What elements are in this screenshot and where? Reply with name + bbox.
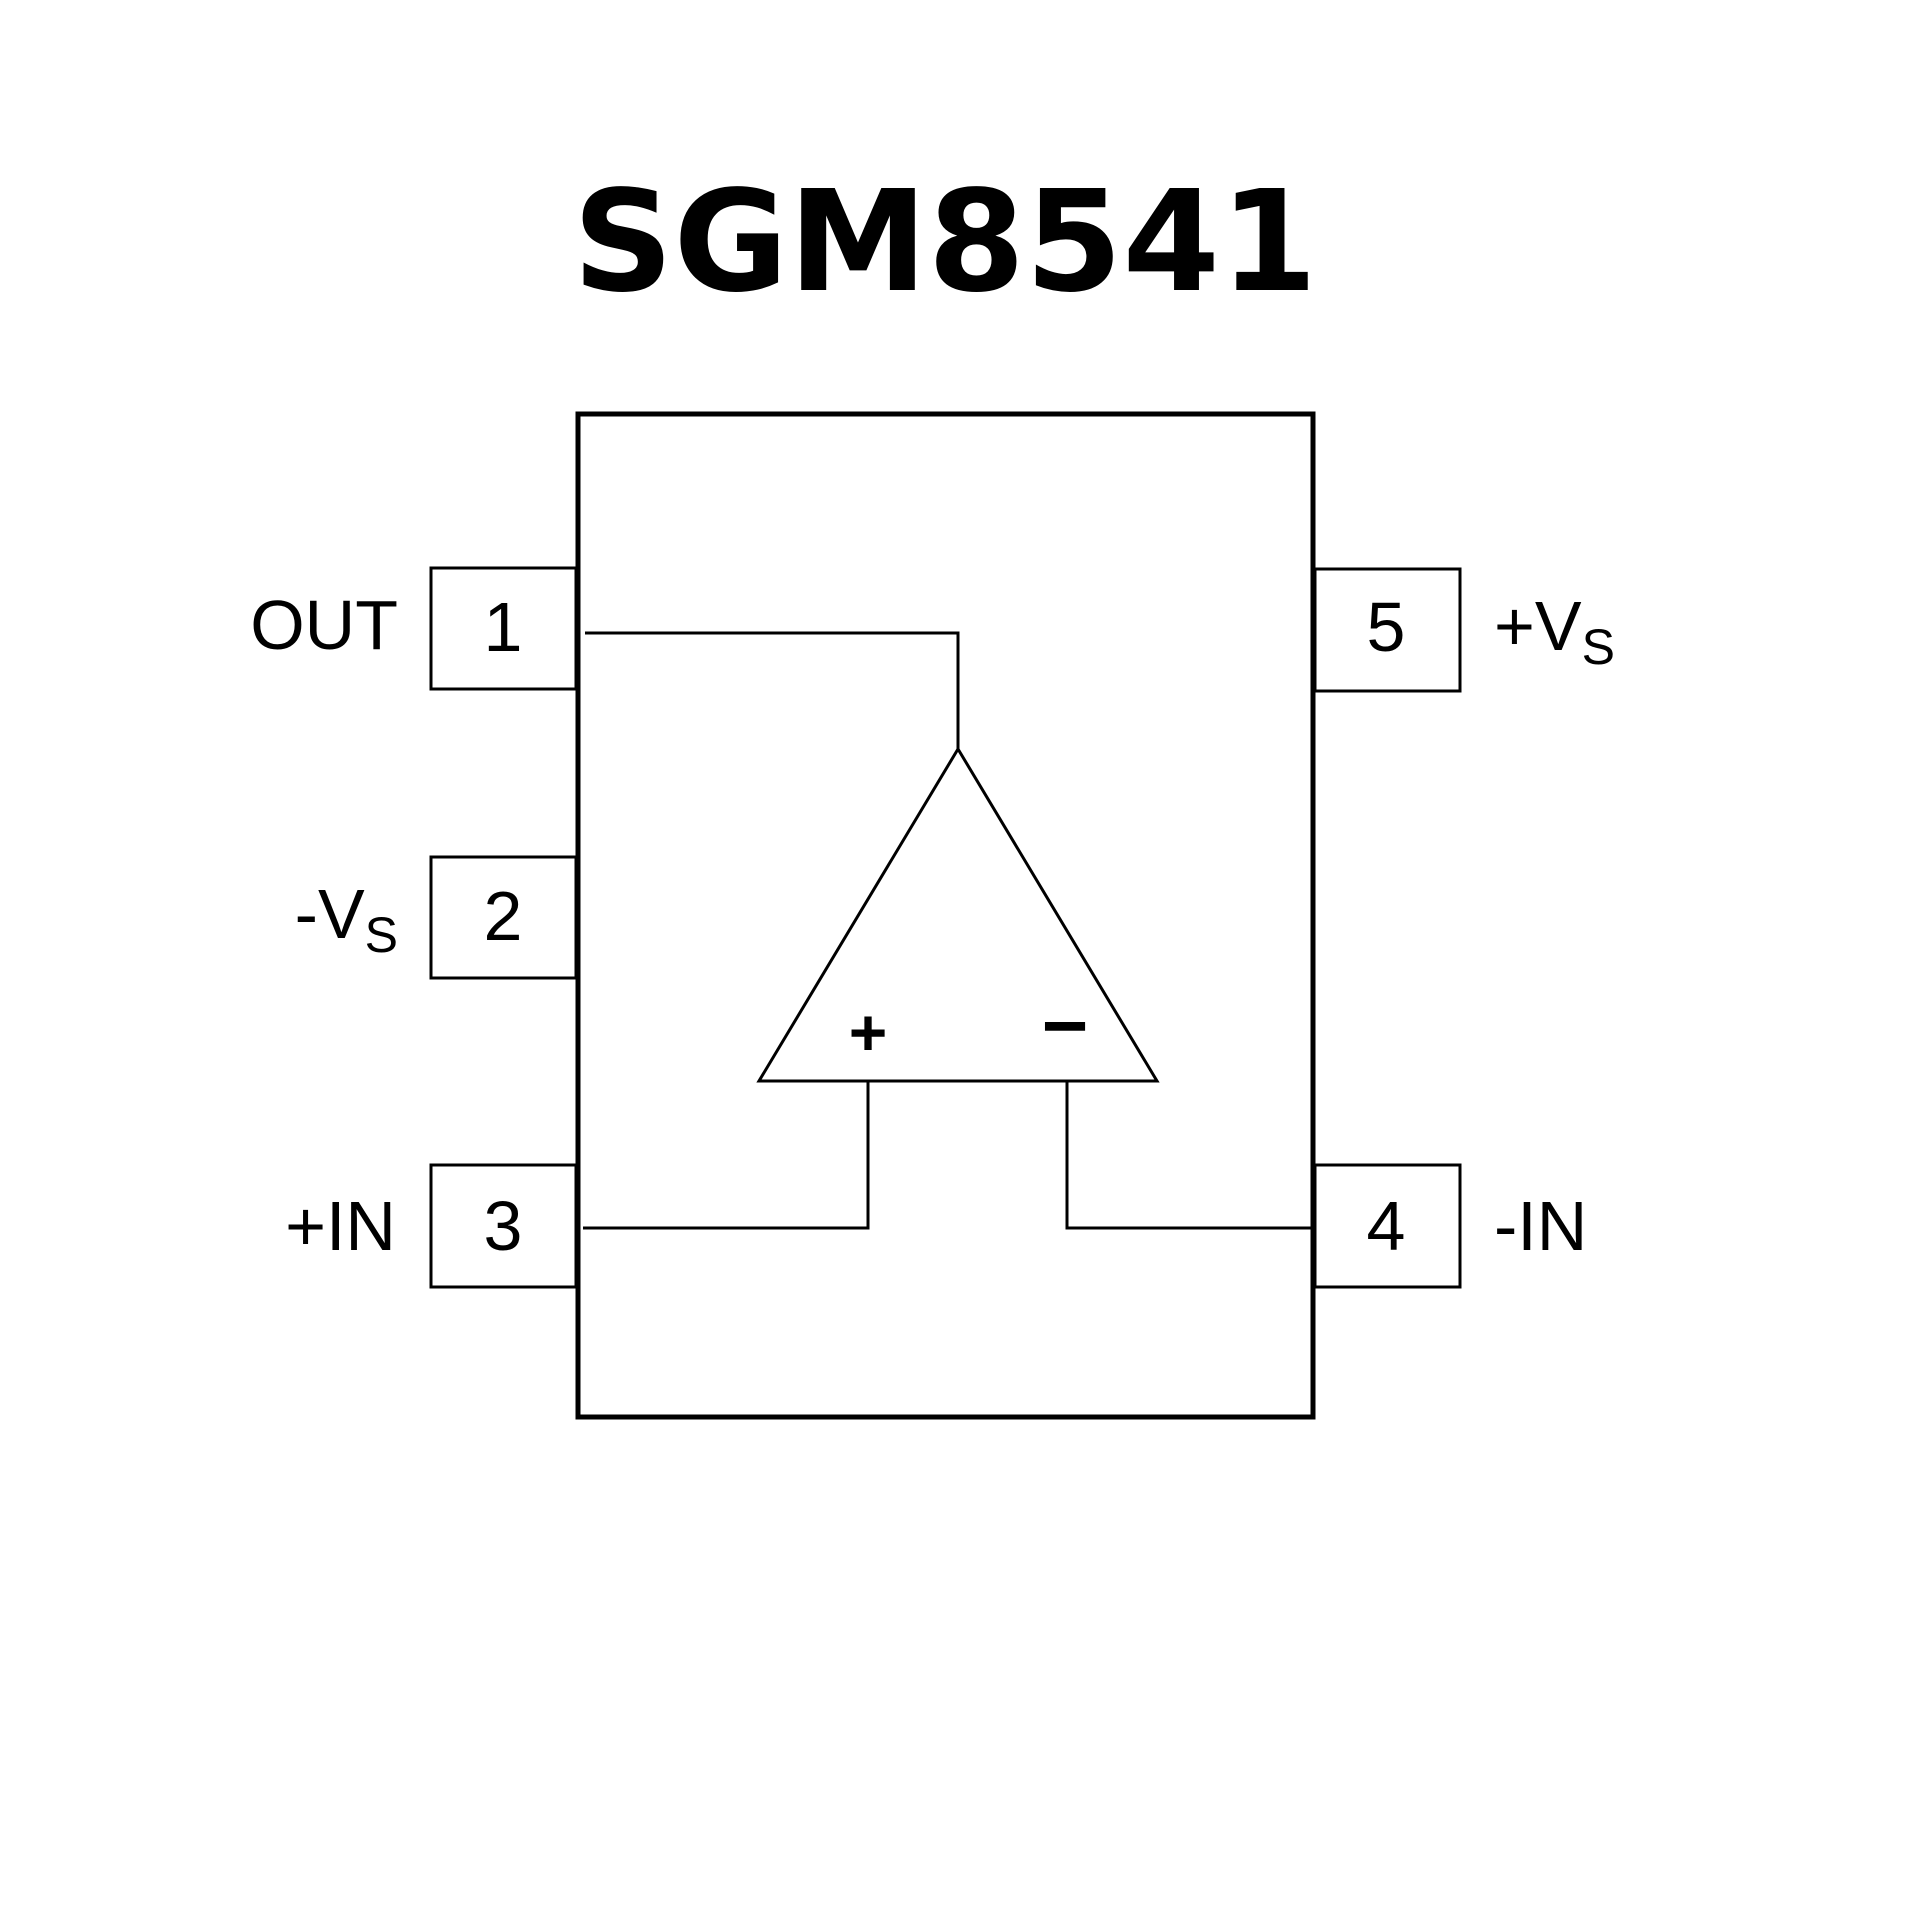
pin-5-number: 5 [1367,588,1406,666]
pin-5-name: +VS [1494,587,1615,675]
opamp-triangle [756,746,1160,1083]
pin-1-number: 1 [484,588,523,666]
pin-4-box [1313,1163,1462,1289]
pin-4-name: -IN [1494,1187,1587,1265]
pin-4-number: 4 [1367,1187,1406,1265]
chip-body [575,411,1316,1420]
pin-3-number: 3 [484,1187,523,1265]
chip-title: SGM8541 [573,161,1318,324]
pin-3-name: +IN [285,1187,396,1265]
pin-5-box [1313,567,1462,693]
pin-3-box [429,1163,578,1289]
pin-2-name: -VS [295,875,398,963]
pin-2-number: 2 [484,877,523,955]
output-wire [585,631,960,749]
pin-1-box [429,566,578,691]
opamp-minus-sign: − [1042,981,1089,1070]
pin-2-box [429,855,578,980]
pin-1-name: OUT [250,586,398,664]
inverting-input-wire [1065,1081,1313,1230]
noninverting-input-wire [583,1081,870,1230]
opamp-plus-sign: + [849,995,888,1069]
